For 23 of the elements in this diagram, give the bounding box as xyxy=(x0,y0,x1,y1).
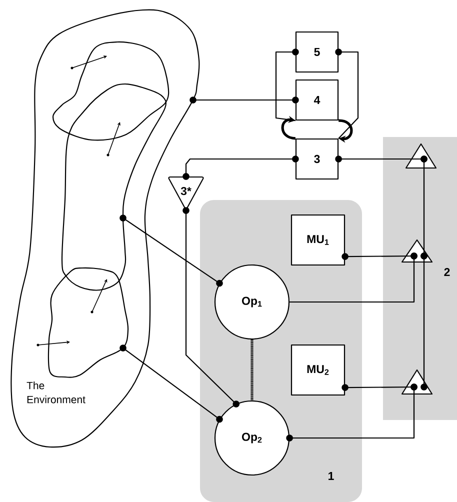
connector xyxy=(120,344,223,423)
region-number: 1 xyxy=(328,472,334,480)
connector xyxy=(182,207,240,408)
connector xyxy=(281,116,296,140)
triangle-symbol xyxy=(405,143,437,169)
process-box: 5 xyxy=(295,31,339,73)
connector xyxy=(338,119,353,143)
process-box: 3 xyxy=(295,138,339,180)
connector xyxy=(275,48,299,122)
connector xyxy=(190,96,299,104)
connector xyxy=(182,156,299,180)
connector xyxy=(420,252,428,390)
connector xyxy=(120,214,223,287)
process-box: MU$_{2}$ xyxy=(290,344,346,396)
process-box: 4 xyxy=(295,79,339,121)
process-box: MU$_{1}$ xyxy=(290,214,346,266)
triangle-box: 3* xyxy=(168,176,204,210)
connector xyxy=(286,384,418,442)
connector xyxy=(335,48,359,139)
connector xyxy=(250,340,254,400)
region-number: 2 xyxy=(444,268,450,276)
environment-label: The Environment xyxy=(26,382,86,404)
connector xyxy=(290,252,418,303)
